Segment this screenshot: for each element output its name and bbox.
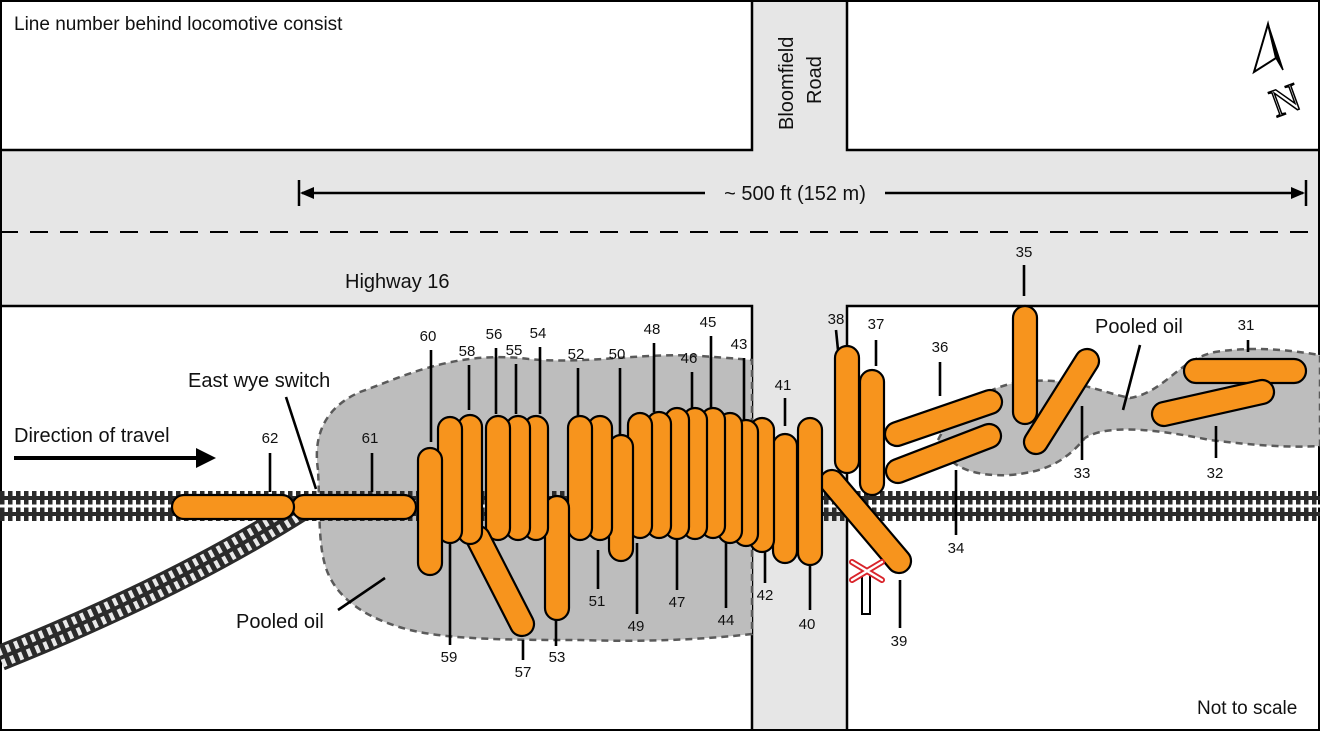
dimension-line xyxy=(297,180,1308,206)
switch-leader xyxy=(284,396,318,490)
car-number-53: 53 xyxy=(549,649,566,666)
car-number-60: 60 xyxy=(420,328,437,345)
car-number-55: 55 xyxy=(506,342,523,359)
car-number-42: 42 xyxy=(757,587,774,604)
car-number-45: 45 xyxy=(700,314,717,331)
car-number-40: 40 xyxy=(799,616,816,633)
header-note: Line number behind locomotive consist xyxy=(14,14,343,35)
crossroad-surface xyxy=(752,0,847,731)
car-number-51: 51 xyxy=(589,593,606,610)
leader-car-38 xyxy=(834,329,840,351)
car-number-50: 50 xyxy=(609,346,626,363)
tank-car-61 xyxy=(290,493,418,521)
svg-text:N: N xyxy=(1264,74,1307,126)
car-number-34: 34 xyxy=(948,540,965,557)
pooled-oil-east-leader xyxy=(1121,344,1142,411)
tank-car-35 xyxy=(1011,304,1039,426)
svg-text:Bloomfield: Bloomfield xyxy=(776,37,798,130)
car-number-59: 59 xyxy=(441,649,458,666)
direction-arrow xyxy=(14,448,216,468)
car-number-52: 52 xyxy=(568,346,585,363)
pooled-oil-west-label: Pooled oil xyxy=(236,611,324,633)
car-number-48: 48 xyxy=(644,321,661,338)
car-number-44: 44 xyxy=(718,612,735,629)
car-number-57: 57 xyxy=(515,664,532,681)
car-number-32: 32 xyxy=(1207,465,1224,482)
direction-label: Direction of travel xyxy=(14,425,170,447)
car-number-41: 41 xyxy=(775,377,792,394)
car-number-58: 58 xyxy=(459,343,476,360)
car-numbers: 31 32 33 34 35 36 37 38 39 40 41 42 43 44 45 46 47 48 49 50… xyxy=(262,244,1255,681)
tank-car-34 xyxy=(884,422,1003,485)
highway-name: Highway 16 xyxy=(345,271,450,293)
scale-dimension-label: ~ 500 ft (152 m) xyxy=(724,183,866,205)
not-to-scale-label: Not to scale xyxy=(1197,698,1297,719)
car-number-47: 47 xyxy=(669,594,686,611)
tank-car-62 xyxy=(170,493,296,521)
car-number-36: 36 xyxy=(932,339,949,356)
tank-car-36 xyxy=(883,388,1004,448)
car-number-61: 61 xyxy=(362,430,379,447)
crossing-signal-icon xyxy=(849,559,885,615)
wye-track xyxy=(0,495,312,671)
tank-car-40 xyxy=(796,416,824,567)
crossroad-name: Bloomfield Road xyxy=(776,37,826,130)
tank-car-41 xyxy=(771,432,799,565)
tank-car-32 xyxy=(1150,378,1276,428)
pooled-oil-east-label: Pooled oil xyxy=(1095,316,1183,338)
tank-car-60 xyxy=(416,446,444,577)
north-arrow-icon: N xyxy=(1252,20,1307,127)
car-number-46: 46 xyxy=(681,350,698,367)
tank-car-56 xyxy=(484,414,512,542)
switch-label: East wye switch xyxy=(188,370,330,392)
car-number-38: 38 xyxy=(828,311,845,328)
svg-text:Road: Road xyxy=(804,56,826,104)
tank-cars xyxy=(170,304,1308,638)
car-number-leaders xyxy=(268,265,1250,660)
car-number-43: 43 xyxy=(731,336,748,353)
car-number-31: 31 xyxy=(1238,317,1255,334)
car-number-54: 54 xyxy=(530,325,547,342)
tank-car-33 xyxy=(1022,347,1101,456)
highway-surface xyxy=(0,150,1320,306)
pooled-oil-west-leader xyxy=(337,576,386,612)
car-number-49: 49 xyxy=(628,618,645,635)
tank-car-38 xyxy=(833,344,861,475)
car-number-56: 56 xyxy=(486,326,503,343)
car-number-62: 62 xyxy=(262,430,279,447)
tank-car-39 xyxy=(818,468,913,575)
tank-car-52 xyxy=(566,414,594,542)
car-number-39: 39 xyxy=(891,633,908,650)
car-number-35: 35 xyxy=(1016,244,1033,261)
car-number-33: 33 xyxy=(1074,465,1091,482)
tank-car-53 xyxy=(543,494,571,622)
tank-car-37 xyxy=(858,368,886,497)
tank-car-31 xyxy=(1182,357,1308,385)
car-number-37: 37 xyxy=(868,316,885,333)
